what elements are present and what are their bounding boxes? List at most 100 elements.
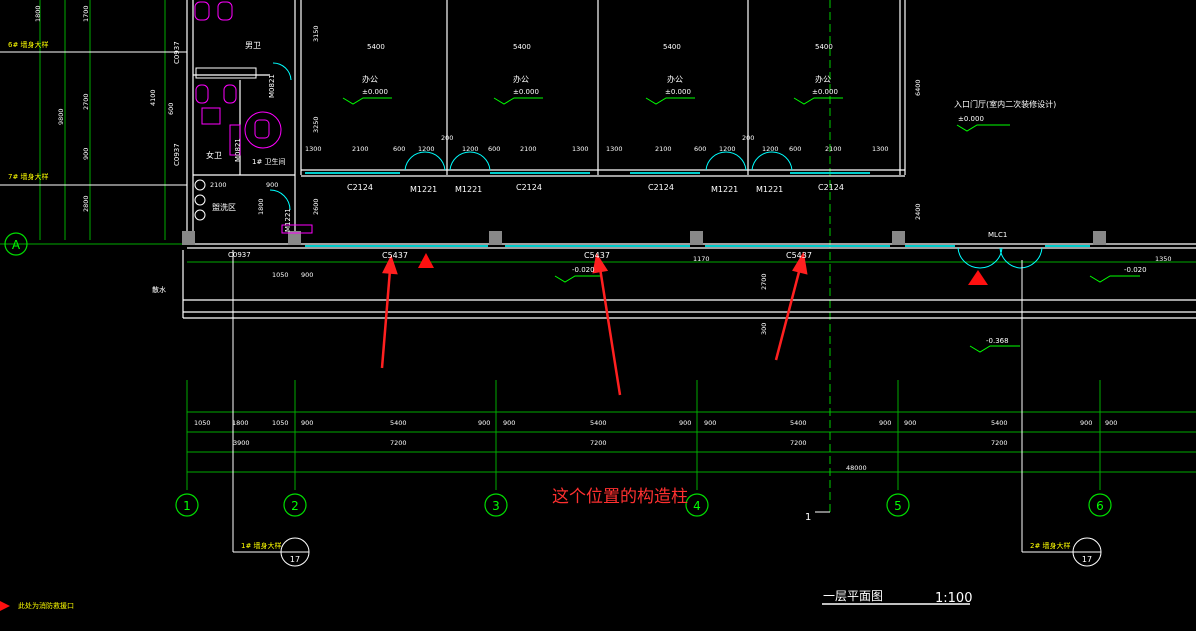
- storefront-glazing: [305, 172, 1090, 247]
- dim-mid-5: 1350: [1155, 255, 1172, 263]
- columns: [182, 231, 1106, 245]
- dim-row1-3: 1050: [272, 419, 289, 427]
- walls: [182, 0, 1196, 319]
- dim-vert-4: 6400: [914, 79, 922, 96]
- elevation-markers: [342, 97, 1140, 353]
- c0937-tag-mid: C0937: [173, 143, 181, 166]
- dim-upper-15: 1200: [762, 145, 779, 153]
- drawing-title: 一层平面图: [823, 589, 883, 603]
- axis-label-1: 1: [183, 499, 191, 513]
- elev-ground: -0.368: [986, 337, 1009, 345]
- axis-label-4: 4: [693, 499, 701, 513]
- dim-upper-6: 1200: [462, 145, 479, 153]
- room-elev-1: ±0.000: [362, 88, 388, 96]
- window-tag-3: C2124: [648, 183, 674, 192]
- dim-vert-6: 2700: [760, 273, 768, 290]
- dim-row2-2: 7200: [390, 439, 407, 447]
- dim-upper-13: 1200: [719, 145, 736, 153]
- doors: [269, 62, 1043, 269]
- axis-label-6: 6: [1096, 499, 1104, 513]
- elev-outdoor-2: -0.020: [1124, 266, 1147, 274]
- room-elev-3: ±0.000: [665, 88, 691, 96]
- dim-vert-7: 300: [760, 323, 768, 335]
- dim-row1-8: 5400: [590, 419, 607, 427]
- dim-row2-3: 7200: [590, 439, 607, 447]
- washroom-label: 盥洗区: [212, 202, 236, 212]
- room-name-3: 办公: [667, 74, 683, 84]
- dim-mid-2: 900: [266, 181, 278, 189]
- door-tag-4: M1221: [756, 185, 783, 194]
- dim-upper-1: 1300: [305, 145, 322, 153]
- entrance-hall-label: 入口门厅(室内二次装修设计): [954, 99, 1056, 109]
- window-tag-1: C2124: [347, 183, 373, 192]
- dim-row1-5: 5400: [390, 419, 407, 427]
- dim-row1-6: 900: [478, 419, 490, 427]
- axis-label-3: 3: [492, 499, 500, 513]
- dim-upper-14: 200: [742, 134, 754, 142]
- dim-upper-16: 600: [789, 145, 801, 153]
- room-name-1: 办公: [362, 74, 378, 84]
- dim-upper-12: 600: [694, 145, 706, 153]
- drain-label: 散水: [152, 285, 166, 294]
- window-tag-2: C2124: [516, 183, 542, 192]
- room-elev-2: ±0.000: [513, 88, 539, 96]
- dim-vert-3: 2600: [312, 198, 320, 215]
- dim-left-8: 4100: [149, 89, 157, 106]
- dim-row1-9: 900: [679, 419, 691, 427]
- dim-upper-8: 2100: [520, 145, 537, 153]
- drawing-scale: 1:100: [935, 591, 972, 606]
- elev-outdoor-1: -0.020: [572, 266, 595, 274]
- dim-row1-11: 5400: [790, 419, 807, 427]
- dim-left-4: 900: [82, 148, 90, 160]
- dim-row1-14: 5400: [991, 419, 1008, 427]
- room-width-1: 5400: [367, 43, 385, 51]
- dim-left-1: 1800: [34, 5, 42, 22]
- section-marker-label: 1: [805, 512, 811, 523]
- detail-sheet-1: 17: [290, 555, 300, 564]
- dim-total: 48000: [846, 464, 867, 472]
- annotation-text: 这个位置的构造柱: [552, 487, 688, 507]
- dim-vert-5: 2400: [914, 203, 922, 220]
- dim-mid-4: 900: [301, 271, 313, 279]
- pointer-arrows: [380, 251, 808, 396]
- dim-row1-1: 1050: [194, 419, 211, 427]
- male-toilet-label: 男卫: [245, 41, 261, 50]
- dim-upper-18: 1300: [872, 145, 889, 153]
- wall-detail-7: 7# 墙身大样: [8, 172, 49, 181]
- axis-bubbles: [4, 232, 1112, 517]
- door-tag-3: M1221: [711, 185, 738, 194]
- dim-upper-2: 2100: [352, 145, 369, 153]
- dim-upper-17: 2100: [825, 145, 842, 153]
- accessible-toilet-label: 1# 卫生间: [252, 157, 286, 166]
- m0821-tag-1: M0821: [234, 138, 242, 162]
- room-width-2: 5400: [513, 43, 531, 51]
- dim-row1-12: 900: [879, 419, 891, 427]
- detail-callouts: [0, 51, 1102, 567]
- axis-label-2: 2: [291, 499, 299, 513]
- female-toilet-label: 女卫: [206, 150, 222, 160]
- dim-upper-11: 2100: [655, 145, 672, 153]
- c0937-tag-bottom: C0937: [228, 251, 251, 259]
- red-markers: [0, 253, 988, 611]
- dim-upper-7: 600: [488, 145, 500, 153]
- dim-upper-4: 1200: [418, 145, 435, 153]
- room-elev-4: ±0.000: [812, 88, 838, 96]
- room-name-2: 办公: [513, 74, 529, 84]
- wall-detail-2: 2# 墙身大样: [1030, 541, 1071, 550]
- entrance-hall-elevation: ±0.000: [958, 115, 984, 123]
- c0937-tag-top: C0937: [173, 41, 181, 64]
- storefront-tag-1: C5437: [382, 251, 408, 260]
- mlc1-tag: MLC1: [988, 231, 1007, 239]
- room-name-4: 办公: [815, 74, 831, 84]
- dim-upper-3: 600: [393, 145, 405, 153]
- dim-row1-7: 900: [503, 419, 515, 427]
- dim-row1-15: 900: [1080, 419, 1092, 427]
- dim-row1-2: 1800: [232, 419, 249, 427]
- dim-row1-16: 900: [1105, 419, 1117, 427]
- fire-rescue-note: 此处为消防救援口: [18, 601, 74, 610]
- window-tag-4: C2124: [818, 183, 844, 192]
- storefront-tag-2: C5437: [584, 251, 610, 260]
- dim-upper-9: 1300: [572, 145, 589, 153]
- dim-row2-4: 7200: [790, 439, 807, 447]
